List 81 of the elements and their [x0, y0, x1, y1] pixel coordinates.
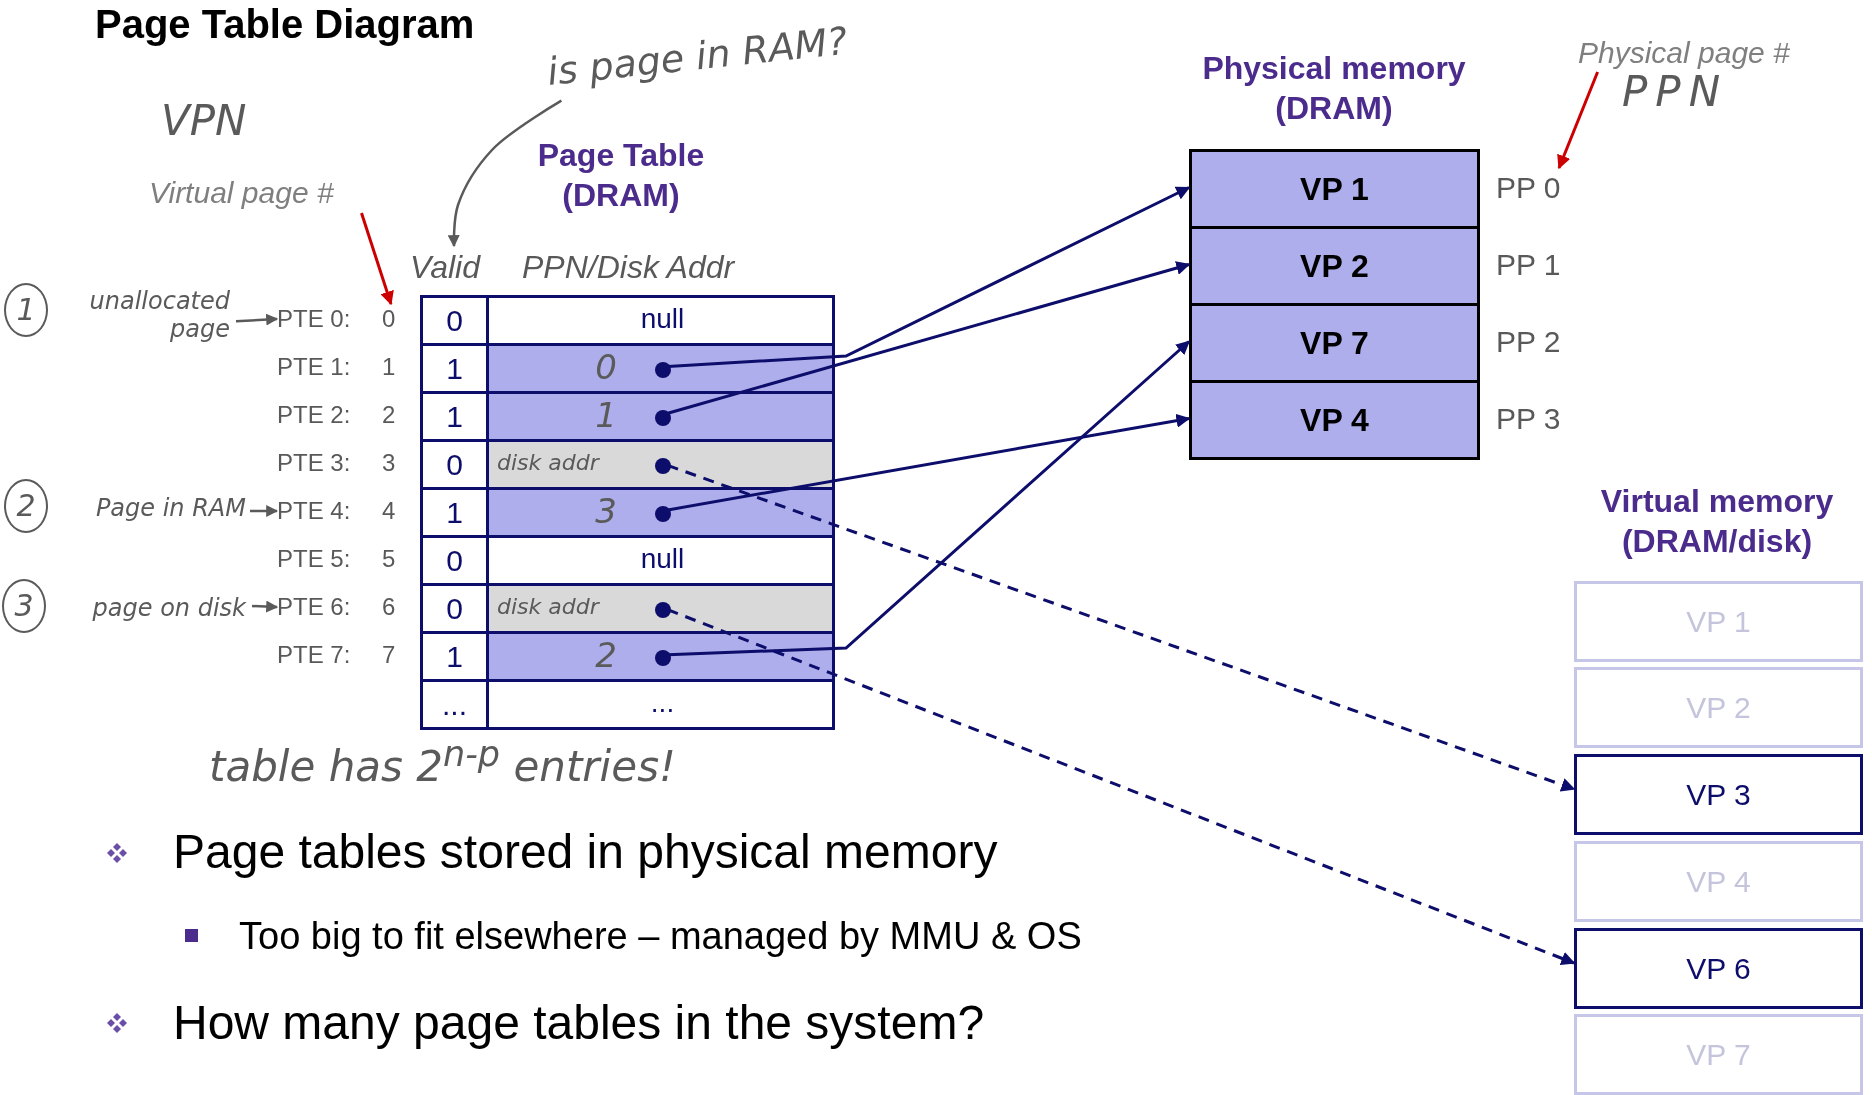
handwritten-note: table has 2$^{n-p}$ entries! [209, 733, 676, 793]
annotation-text: Physical page # [1578, 34, 1858, 72]
row-number: 7 [382, 640, 400, 670]
section-heading: Virtual memory (DRAM/disk) [1599, 482, 1835, 561]
physical-page-box: VP 7 [1189, 303, 1480, 383]
row-label: PTE 1: [277, 352, 355, 382]
row-number: 6 [382, 592, 400, 622]
bullet-text: Page tables stored in physical memory [173, 824, 998, 880]
arrow [667, 340, 1191, 657]
virtual-page-box: VP 7 [1574, 1014, 1863, 1095]
section-heading: Physical memory (DRAM) [1201, 49, 1467, 128]
valid-bit-cell: ... [420, 679, 489, 730]
page-table-entry-cell [486, 439, 835, 490]
section-heading: Page Table (DRAM) [536, 136, 706, 215]
arrow [235, 313, 279, 326]
arrow [250, 505, 279, 517]
pointer-dot [655, 410, 671, 426]
arrow [447, 99, 563, 248]
annotation-text: unallocated page [88, 287, 230, 343]
bullet-text: Too big to fit elsewhere – managed by MMU & OS [239, 914, 1082, 959]
arrow [1557, 71, 1599, 170]
bullet-text: How many page tables in the system? [173, 995, 985, 1051]
virtual-page-box: VP 6 [1574, 928, 1863, 1009]
row-number: 3 [382, 448, 400, 478]
annotation-text: Virtual page # [149, 173, 399, 213]
page-table-entry-cell [486, 583, 835, 634]
row-label: PTE 4: [277, 496, 355, 526]
annotation-text: Page in RAM [94, 494, 246, 522]
row-label: PTE 6: [277, 592, 355, 622]
pointer-dot [655, 650, 671, 666]
column-header: PPN/Disk Addr [522, 248, 735, 287]
row-number: 5 [382, 544, 400, 574]
virtual-page-box: VP 3 [1574, 754, 1863, 835]
arrow [667, 186, 1191, 369]
virtual-page-box: VP 2 [1574, 667, 1863, 748]
entry-value: ... [649, 686, 676, 720]
entry-value: null [639, 302, 686, 336]
arrow [667, 413, 1191, 512]
circled-number: 3 [2, 579, 46, 633]
pointer-dot [655, 458, 671, 474]
arrow [667, 261, 1191, 415]
pointer-dot [655, 362, 671, 378]
slide-title: Page Table Diagram [95, 1, 475, 48]
page-table-entry-cell [486, 295, 835, 346]
row-label: PTE 3: [277, 448, 355, 478]
row-label: PTE 5: [277, 544, 355, 574]
row-number: 2 [382, 400, 400, 430]
row-label: PTE 7: [277, 640, 355, 670]
handwritten-note: VPN [161, 95, 247, 147]
handwritten-value: disk addr [496, 593, 601, 621]
pointer-dot [655, 506, 671, 522]
arrow [360, 212, 394, 306]
circled-number: 1 [4, 283, 48, 337]
handwritten-note: is page in RAM? [544, 6, 928, 98]
arrow [251, 600, 279, 613]
row-label: PTE 2: [277, 400, 355, 430]
virtual-page-box: VP 4 [1574, 841, 1863, 922]
entry-value: null [639, 542, 686, 576]
handwritten-value: disk addr [496, 449, 601, 477]
handwritten-value: 2 [594, 634, 618, 677]
row-number: 4 [382, 496, 400, 526]
physical-page-box: VP 1 [1189, 149, 1480, 229]
page-table-entry-cell [486, 391, 835, 442]
virtual-page-box: VP 1 [1574, 581, 1863, 662]
page-number-label: PP 0 [1496, 168, 1566, 208]
annotation-text: page on disk [91, 594, 246, 622]
circled-number: 2 [4, 479, 48, 533]
physical-page-box: VP 4 [1189, 380, 1480, 460]
column-header: Valid [410, 246, 498, 288]
physical-page-box: VP 2 [1189, 226, 1480, 306]
row-label: PTE 0: [277, 304, 355, 334]
handwritten-value: 3 [594, 490, 618, 533]
page-number-label: PP 3 [1496, 399, 1566, 439]
page-number-label: PP 1 [1496, 245, 1566, 285]
handwritten-value: 0 [594, 346, 618, 389]
handwritten-value: 1 [594, 394, 618, 437]
pointer-dot [655, 602, 671, 618]
page-table-entry-cell [486, 679, 835, 730]
page-number-label: PP 2 [1496, 322, 1566, 362]
row-number: 0 [382, 304, 400, 334]
row-number: 1 [382, 352, 400, 382]
